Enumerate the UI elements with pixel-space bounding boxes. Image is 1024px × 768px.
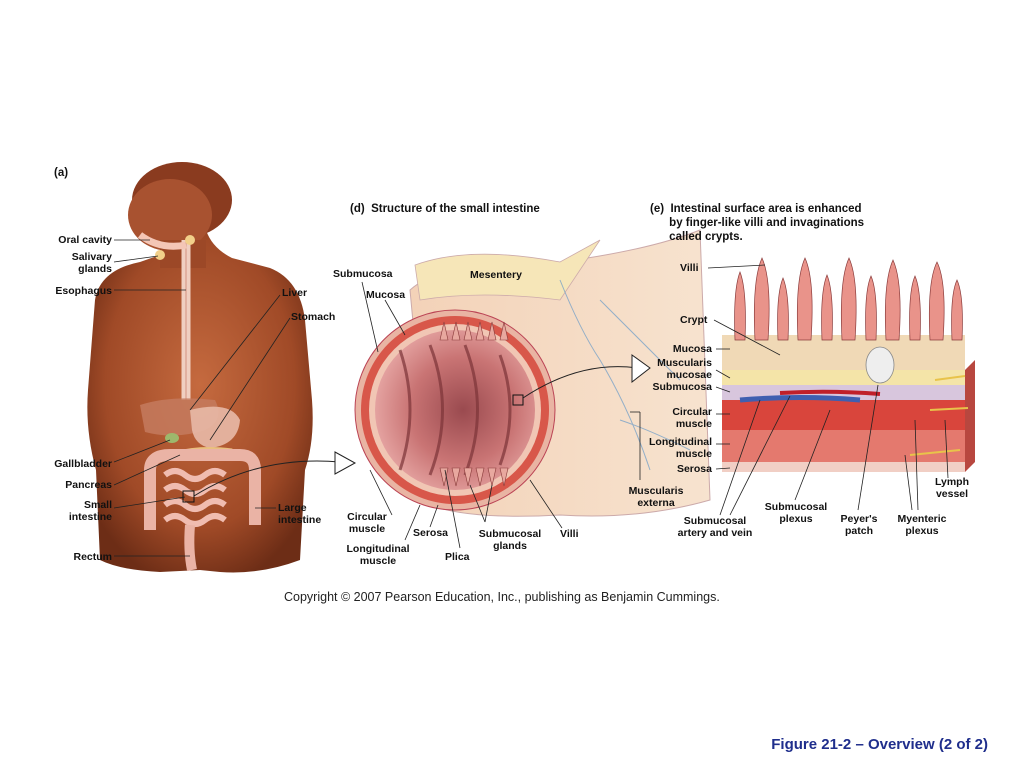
copyright-notice: Copyright © 2007 Pearson Education, Inc.…: [284, 590, 720, 604]
label-rectum: Rectum: [73, 551, 112, 563]
submucosal-artery: [779, 389, 881, 396]
label-d-villi: Villi: [560, 528, 579, 540]
label-e-submucosa: Submucosa: [652, 381, 712, 393]
label-e-serosa: Serosa: [676, 463, 712, 475]
large-intestine-organ: [144, 449, 261, 530]
label-e-villi: Villi: [680, 262, 699, 274]
villi-bottom: [439, 467, 509, 487]
label-e-longitudinal-muscle: Longitudinal muscle: [649, 436, 712, 460]
label-d-mucosa: Mucosa: [366, 289, 406, 301]
small-intestine-organ: [163, 468, 227, 527]
muscularis-mucosae-layer: [722, 370, 965, 385]
zoom-arrow-d-to-e: [522, 366, 639, 399]
label-d-circular-muscle: Circular muscle: [347, 511, 387, 535]
mesentery-tissue: [414, 239, 601, 301]
label-large-intestine: Large intestine: [278, 502, 322, 526]
label-stomach: Stomach: [291, 311, 336, 323]
label-e-submucosal-plexus: Submucosal plexus: [764, 501, 828, 525]
face: [128, 179, 212, 251]
panel-d-title: (d) Structure of the small intestine: [350, 203, 540, 215]
label-pancreas: Pancreas: [65, 479, 112, 491]
plica-folds: [398, 344, 512, 476]
intestine-section: [354, 229, 711, 517]
label-small-intestine: Small intestine: [68, 499, 112, 523]
label-salivary-glands: Salivary glands: [71, 251, 112, 275]
panel-a-label: (a): [54, 167, 69, 179]
label-d-serosa: Serosa: [413, 527, 449, 539]
longitudinal-muscle-layer: [722, 430, 965, 462]
leader-lines-d: [361, 281, 563, 549]
label-d-submucosal-glands: Submucosal glands: [478, 528, 542, 552]
label-e-mucosa: Mucosa: [672, 343, 712, 355]
zoom-arrow-a-to-d: [193, 460, 341, 497]
stomach-organ: [190, 406, 240, 448]
label-e-lymph-vessel: Lymph vessel: [934, 476, 970, 500]
villi-fingers: [734, 257, 963, 341]
label-e-crypt: Crypt: [680, 314, 708, 326]
villi-block: [722, 257, 975, 472]
label-e-muscularis-mucosae: Muscularis mucosae: [657, 357, 712, 381]
oral-cavity-organ: [137, 232, 187, 250]
label-esophagus: Esophagus: [55, 285, 112, 297]
label-d-longitudinal-muscle: Longitudinal muscle: [346, 543, 410, 567]
lumen: [375, 330, 535, 490]
rectum-organ: [184, 524, 197, 571]
circular-muscle-layer: [722, 400, 965, 430]
zoom-box: [182, 490, 195, 503]
leader-lines-e: [630, 264, 949, 516]
label-d-mesentery: Mesentery: [470, 269, 522, 281]
human-figure: [87, 162, 313, 573]
submucosal-vein: [739, 395, 861, 403]
salivary-gland-organ: [155, 250, 165, 260]
label-oral-cavity: Oral cavity: [58, 234, 112, 246]
label-e-circular-muscle: Circular muscle: [672, 406, 712, 430]
leader-lines-a: [113, 239, 291, 557]
panel-e-title: (e) Intestinal surface area is enhanced …: [650, 203, 865, 243]
label-liver: Liver: [282, 287, 308, 299]
mucosa-layer: [722, 335, 965, 370]
label-e-submucosal-artery-vein: Submucosal artery and vein: [677, 515, 753, 539]
serosa-layer: [722, 462, 965, 472]
label-d-submucosa: Submucosa: [333, 268, 393, 280]
label-e-peyers-patch: Peyer's patch: [840, 513, 878, 537]
figure-caption: Figure 21-2 – Overview (2 of 2): [771, 736, 988, 753]
zoom-box-d: [512, 394, 524, 406]
label-d-plica: Plica: [445, 551, 470, 563]
label-e-myenteric-plexus: Myenteric plexus: [897, 513, 947, 537]
peyers-patch-tissue: [865, 346, 895, 384]
villi-top: [439, 321, 509, 341]
label-gallbladder: Gallbladder: [54, 458, 112, 470]
label-e-muscularis-externa: Muscularis externa: [628, 485, 684, 509]
